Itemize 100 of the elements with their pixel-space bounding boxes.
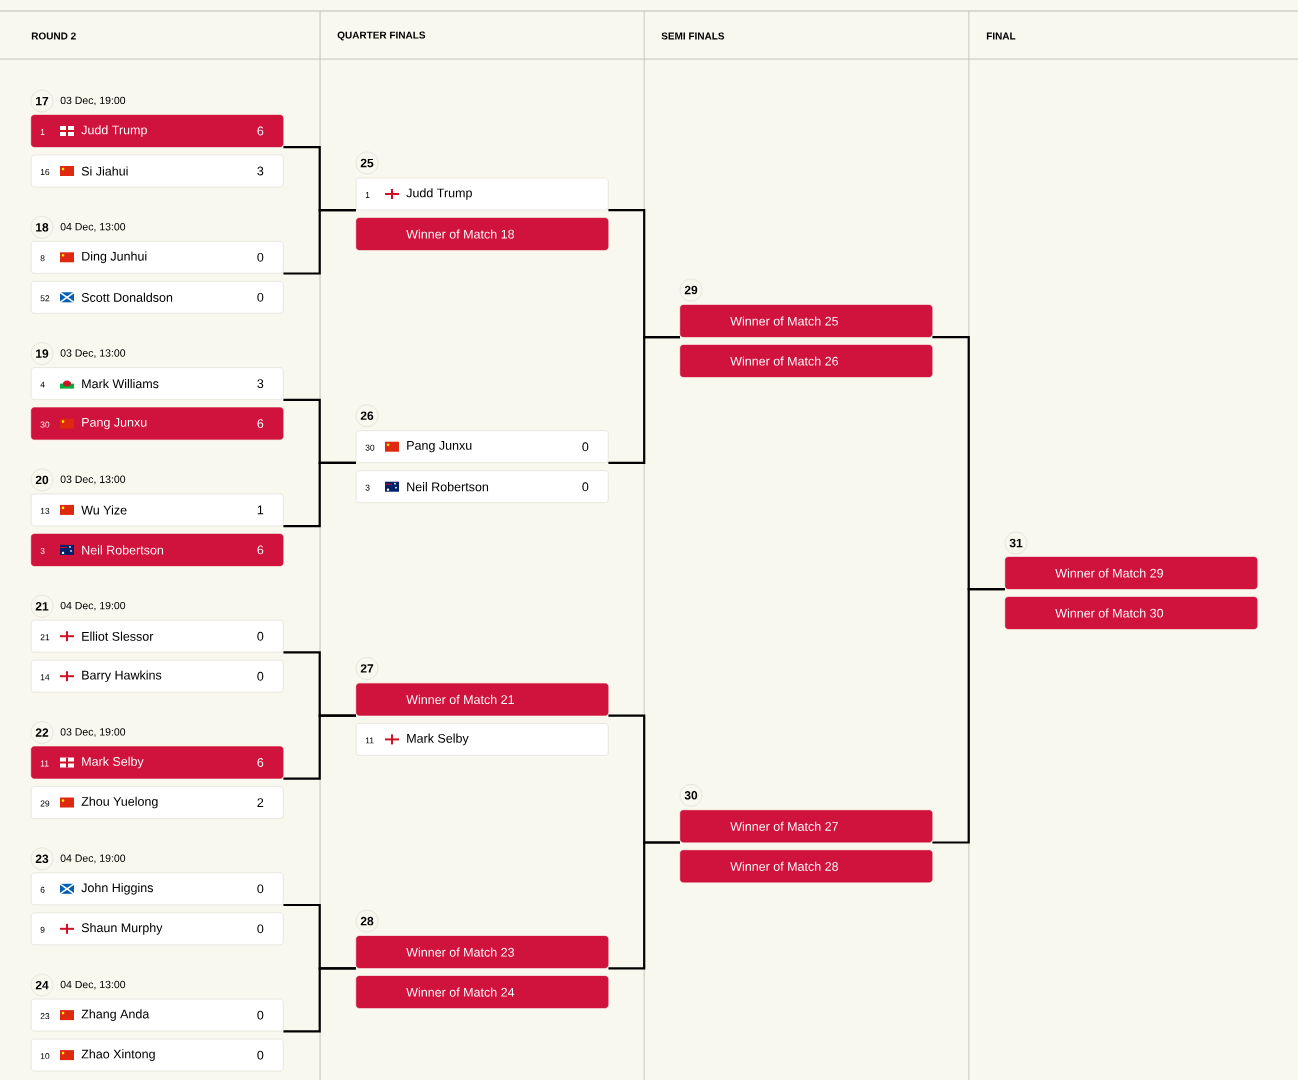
player-row: 1 Judd Trump 6	[31, 114, 284, 148]
match-date: 04 Dec, 19:00	[60, 601, 126, 611]
node-label: Zhao Xintong	[81, 1049, 155, 1061]
player-row: 1 Judd Trump	[356, 177, 609, 211]
node-label: 11	[365, 737, 374, 744]
match-number: 18	[30, 216, 54, 239]
node-label: 0	[582, 442, 589, 452]
match-number: 26	[355, 404, 379, 427]
winner-placeholder-box: Winner of Match 29	[1005, 556, 1258, 590]
node-label: 3	[257, 379, 264, 389]
player-row: 3 Neil Robertson 6	[31, 533, 284, 567]
node-label: Neil Robertson	[407, 482, 489, 492]
match-number: 17	[30, 89, 54, 113]
player-row: 16 Si Jiahui 3	[31, 154, 284, 188]
player-row: 14 Barry Hawkins 0	[31, 660, 284, 693]
match-number: 21	[30, 595, 54, 618]
winner-placeholder-box: Winner of Match 26	[680, 344, 933, 378]
match-date: 03 Dec, 19:00	[60, 728, 126, 737]
match-date: 03 Dec, 13:00	[60, 349, 126, 358]
player-row: 9 Shaun Murphy 0	[31, 912, 284, 945]
match-number: 24	[30, 973, 54, 997]
column-header: FINAL	[986, 32, 1016, 40]
player-row: 8 Ding Junhui 0	[31, 241, 284, 274]
node-label: 13	[40, 507, 50, 514]
node-label: 0	[257, 252, 264, 262]
node-label: Mark Selby	[82, 756, 144, 769]
match-number: 30	[679, 784, 703, 807]
node-label: Judd Trump	[406, 188, 472, 200]
node-label: 6	[40, 886, 45, 893]
node-label: 10	[40, 1053, 50, 1060]
node-label: Elliot Slessor	[82, 631, 154, 641]
node-label: 6	[257, 758, 264, 767]
node-label: Judd Trump	[81, 125, 147, 137]
node-label: 11	[40, 760, 49, 767]
winner-placeholder-box: Winner of Match 24	[356, 975, 609, 1009]
player-row: 30 Pang Junxu 0	[356, 430, 609, 463]
bracket-line	[608, 841, 680, 970]
node-label: 6	[257, 126, 264, 136]
node-label: 0	[582, 482, 589, 492]
match-number: 25	[355, 151, 379, 175]
player-row: 13 Wu Yize 1	[31, 493, 284, 527]
node-label: Shaun Murphy	[81, 922, 163, 935]
player-row: 4 Mark Williams 3	[31, 367, 284, 400]
bracket-line	[283, 209, 356, 275]
player-row: 21 Elliot Slessor 0	[31, 620, 284, 653]
node-label: 6	[257, 545, 264, 555]
match-date: 03 Dec, 19:00	[60, 96, 126, 106]
match-number: 23	[30, 847, 54, 870]
winner-placeholder-box: Winner of Match 21	[356, 683, 609, 716]
player-row: 11 Mark Selby 6	[31, 746, 284, 779]
bracket-line	[608, 336, 680, 464]
node-label: 1	[40, 129, 45, 135]
player-row: 3 Neil Robertson 0	[356, 470, 609, 503]
node-label: Scott Donaldson	[81, 292, 173, 302]
match-date: 04 Dec, 13:00	[60, 980, 126, 990]
match-date: 03 Dec, 13:00	[60, 475, 126, 485]
node-label: 3	[40, 547, 45, 554]
node-label: 0	[257, 292, 264, 302]
node-label: 29	[40, 800, 50, 807]
node-label: 0	[257, 631, 264, 641]
column-header: QUARTER FINALS	[337, 31, 426, 41]
match-number: 29	[679, 278, 703, 302]
node-label: 0	[257, 924, 264, 934]
player-row: 23 Zhang Anda 0	[31, 998, 284, 1032]
node-label: 3	[257, 166, 264, 176]
node-label: 14	[40, 674, 50, 681]
player-row: 29 Zhou Yuelong 2	[31, 786, 284, 819]
node-label: 1	[365, 192, 370, 198]
match-number: 27	[355, 657, 379, 680]
bracket-line	[283, 967, 356, 1033]
node-label: 6	[257, 419, 264, 429]
column-header: SEMI FINALS	[661, 32, 725, 40]
winner-placeholder-box: Winner of Match 18	[356, 217, 609, 251]
node-label: 0	[257, 671, 264, 681]
player-row: 30 Pang Junxu 6	[31, 407, 284, 440]
node-label: 3	[365, 484, 370, 491]
player-row: 10 Zhao Xintong 0	[31, 1038, 284, 1072]
node-label: Mark Selby	[407, 733, 469, 746]
node-label: 30	[40, 421, 50, 428]
column-header: ROUND 2	[31, 32, 76, 40]
node-label: 16	[40, 169, 50, 176]
node-label: 9	[40, 926, 45, 933]
node-label: 4	[40, 381, 45, 388]
match-number: 31	[1004, 531, 1028, 555]
match-number: 22	[30, 721, 54, 744]
player-row: 52 Scott Donaldson 0	[31, 281, 284, 314]
node-label: 0	[257, 1050, 264, 1060]
winner-placeholder-box: Winner of Match 28	[680, 850, 933, 883]
node-label: Zhou Yuelong	[81, 796, 158, 809]
node-label: 2	[257, 798, 264, 807]
node-label: 52	[40, 295, 50, 302]
match-number: 28	[355, 909, 379, 933]
node-label: Pang Junxu	[407, 441, 472, 453]
match-date: 04 Dec, 13:00	[60, 223, 126, 232]
node-label: Ding Junhui	[82, 251, 147, 264]
node-label: Si Jiahui	[81, 166, 128, 176]
winner-placeholder-box: Winner of Match 30	[1005, 596, 1258, 630]
winner-placeholder-box: Winner of Match 27	[680, 810, 933, 843]
node-label: John Higgins	[81, 882, 153, 895]
node-label: 21	[40, 634, 50, 641]
